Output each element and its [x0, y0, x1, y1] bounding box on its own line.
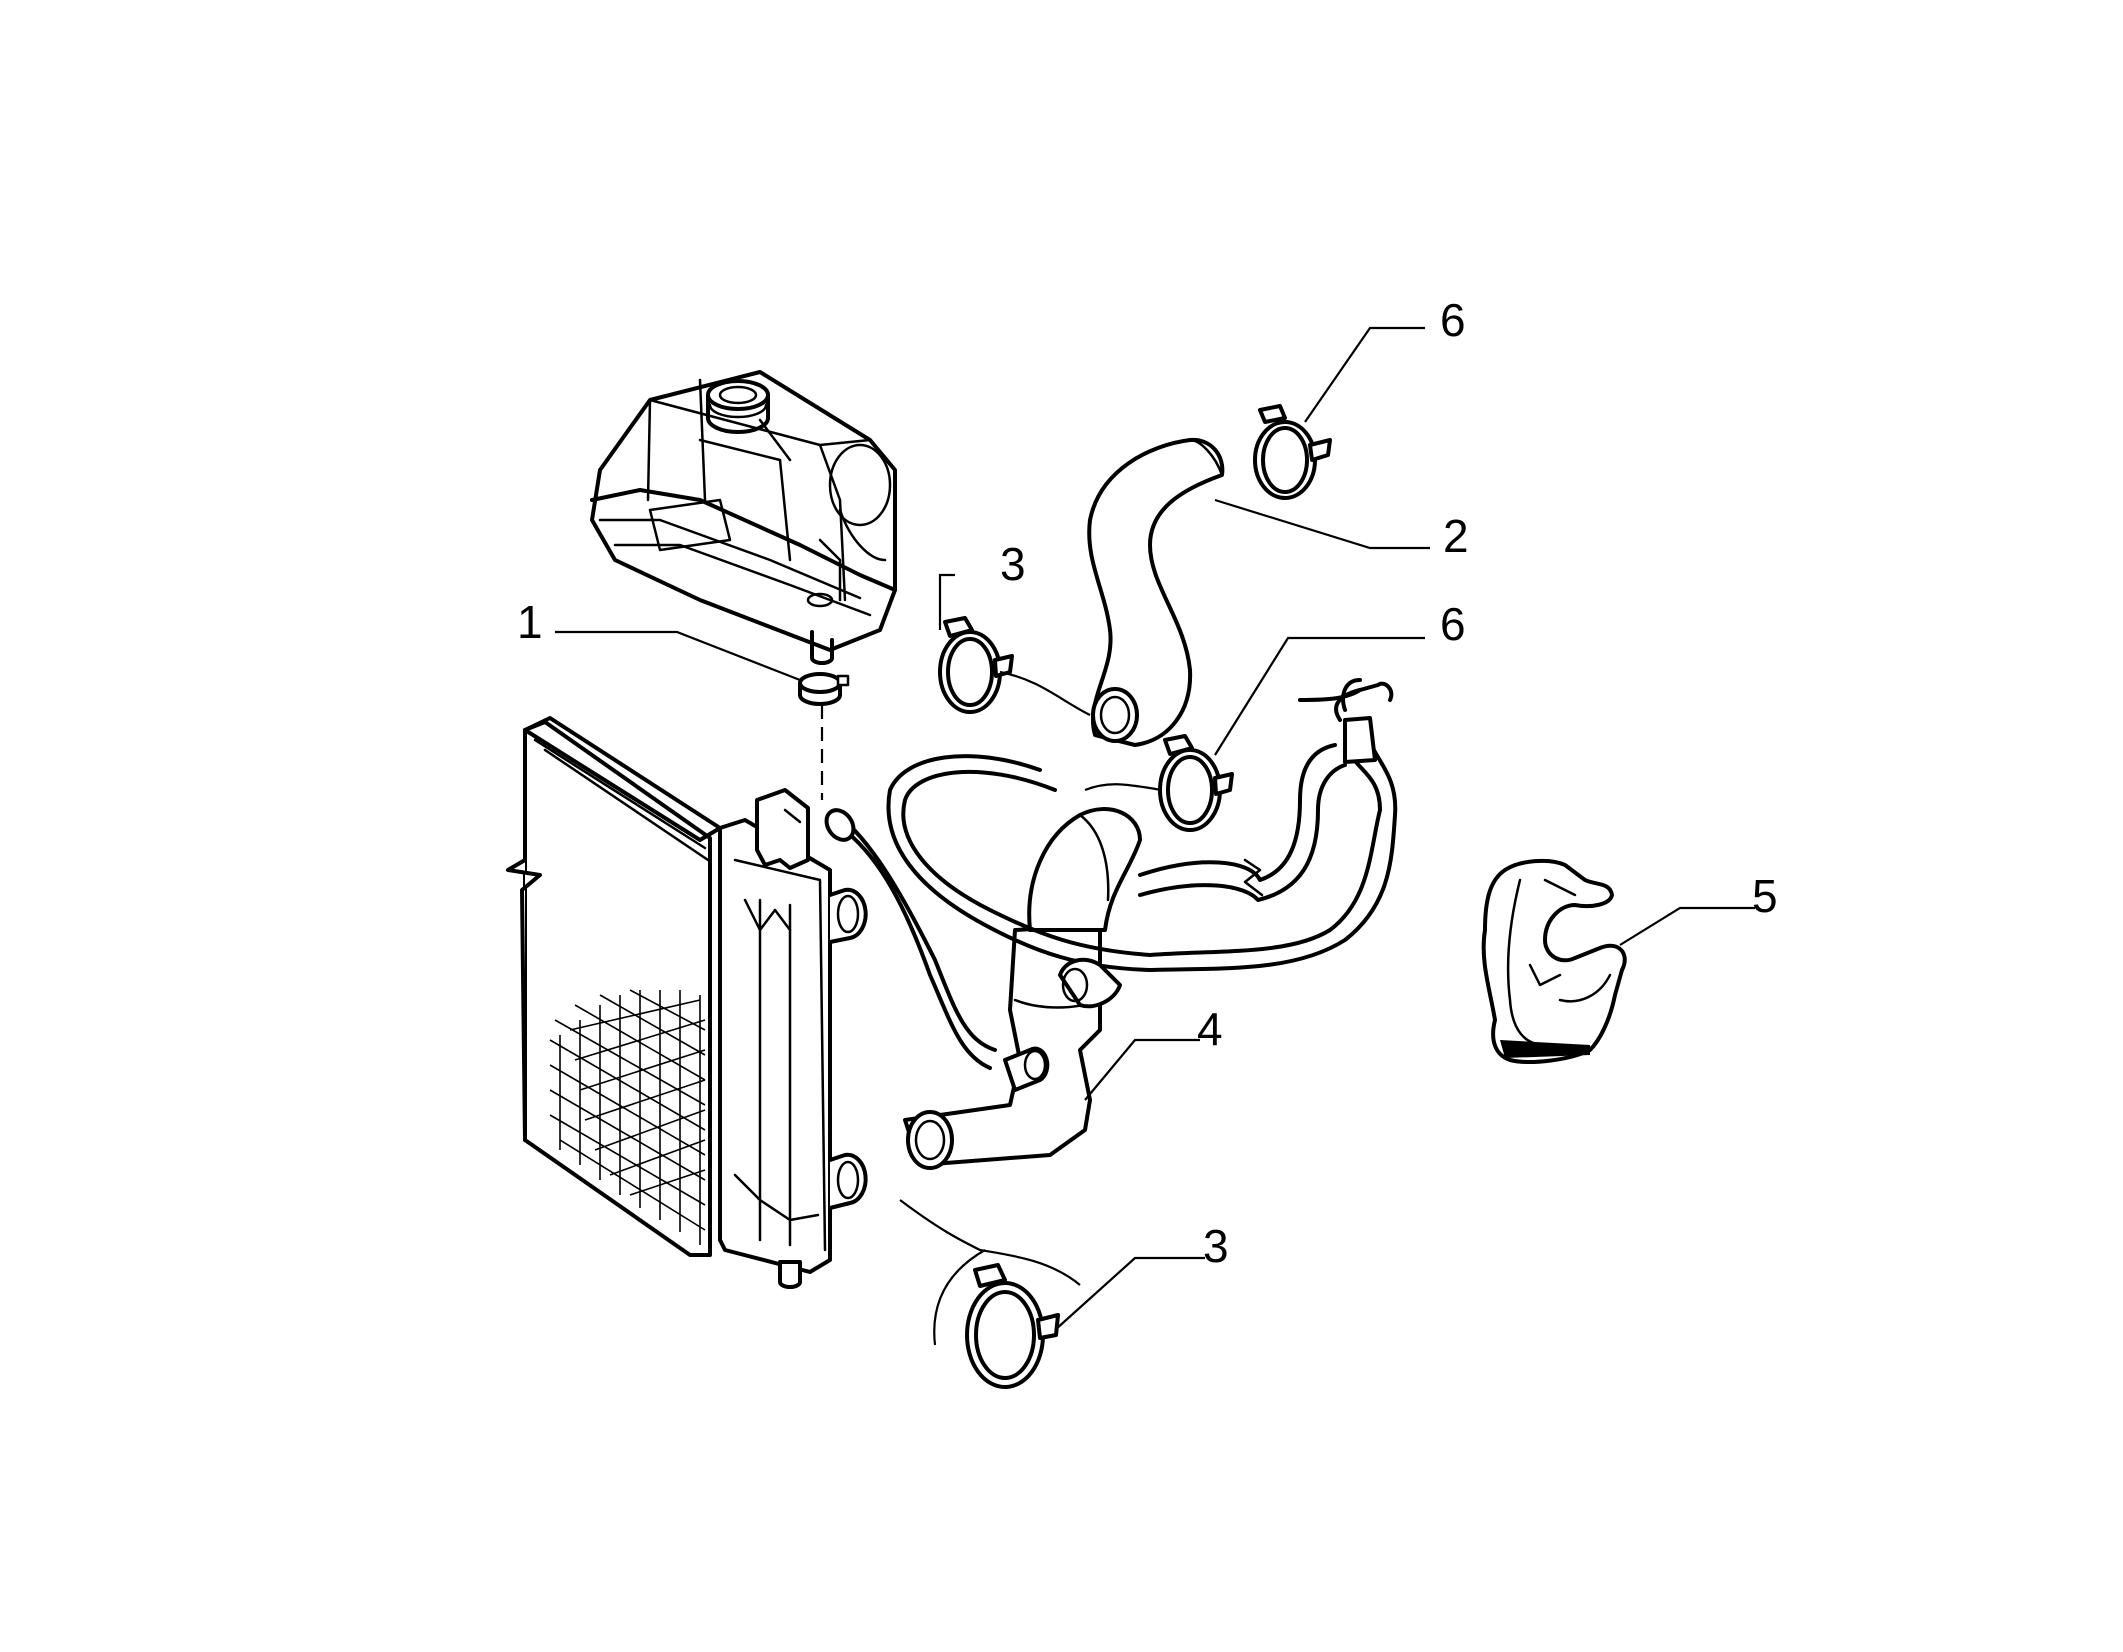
bracket-item-5 [1481, 858, 1627, 1064]
leader-5 [1619, 906, 1755, 946]
leader-4 [1084, 1038, 1200, 1101]
callout-5: 5 [1752, 870, 1778, 922]
callout-6-upper: 6 [1440, 294, 1466, 346]
radiator [506, 716, 868, 1289]
callout-3-upper: 3 [1000, 538, 1026, 590]
assembly-line-clamp6-hose [1084, 783, 1163, 792]
expansion-tank [590, 370, 897, 665]
hose-lower-item-4 [824, 678, 1398, 1170]
leader-3-lower [1054, 1256, 1205, 1331]
callout-6-middle: 6 [1440, 598, 1466, 650]
hose-clamp-6-middle [1158, 734, 1234, 832]
hose-clamp-1 [798, 672, 850, 706]
leader-3-upper [938, 573, 955, 630]
hose-clamp-6-upper [1253, 404, 1332, 500]
leader-6-upper [1304, 326, 1425, 423]
hose-upper-item-2 [1087, 437, 1225, 747]
assembly-line-clamp3-lower [899, 1199, 1081, 1286]
callout-2: 2 [1443, 510, 1469, 562]
leader-6-middle [1214, 636, 1425, 756]
assembly-line-clamp3-hose2 [999, 670, 1091, 716]
leader-1 [555, 630, 801, 682]
assembly-line-clamp3-lower-b [933, 1249, 986, 1346]
hose-clamp-3-upper [938, 616, 1014, 714]
hose-clamp-3-lower [965, 1263, 1060, 1389]
callout-4: 4 [1197, 1003, 1223, 1055]
callout-1: 1 [517, 596, 543, 648]
leader-2 [1214, 498, 1430, 550]
callout-3-lower: 3 [1203, 1220, 1229, 1272]
